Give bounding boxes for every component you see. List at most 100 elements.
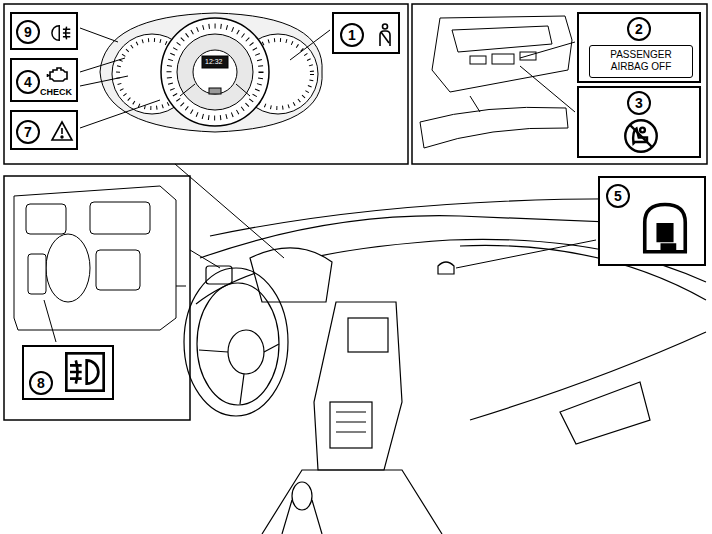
warning-symbol: [50, 119, 74, 143]
symbol-text: CHECK: [40, 87, 72, 97]
warning-symbol: [50, 22, 74, 44]
instrument-cluster: [169, 26, 261, 118]
callout-number: 7: [16, 120, 40, 144]
warning-symbol: [66, 353, 103, 390]
callout-box: 7: [10, 110, 78, 150]
light-switch-panel: [14, 186, 176, 330]
leader-line: [456, 240, 596, 268]
clock-readout: 12:32: [203, 57, 225, 66]
leader-line: [80, 58, 125, 72]
warning-symbol: [381, 32, 389, 43]
light-switch-panel: [44, 286, 186, 342]
instrument-cluster: [202, 56, 228, 68]
callout-number: 3: [627, 91, 651, 115]
panel-frame: [4, 4, 408, 164]
callout-number: 4: [16, 70, 40, 94]
warning-symbol: [76, 360, 78, 383]
panel-frame: [412, 4, 707, 164]
warning-symbol: [52, 122, 72, 140]
warning-symbol: [87, 360, 99, 383]
dashboard-drawing: [560, 382, 650, 444]
warning-symbol: [61, 136, 63, 138]
warning-symbol: [64, 352, 106, 392]
overhead-console: [420, 107, 568, 148]
callout-number: 1: [340, 23, 364, 47]
dashboard-drawing: [197, 283, 279, 405]
light-switch-panel: [90, 202, 150, 234]
leader-line: [80, 76, 128, 86]
instrument-cluster: [180, 84, 250, 96]
dashboard-drawing: [282, 500, 322, 534]
dashboard-drawing: [330, 402, 372, 448]
warning-symbol: [48, 74, 51, 77]
warning-symbol: [70, 365, 82, 378]
callout-number: 2: [627, 17, 651, 41]
warning-symbol: [623, 118, 659, 154]
dashboard-drawing: [199, 344, 279, 404]
callout-box: 2PASSENGER AIRBAG OFF: [577, 12, 701, 83]
instrument-cluster: [100, 13, 322, 132]
instrument-cluster: [177, 34, 253, 110]
panel-frame: [4, 176, 190, 420]
warning-symbol: [645, 205, 686, 252]
warning-symbol: [52, 26, 59, 41]
leader-line: [80, 28, 118, 42]
instrument-cluster: [193, 50, 237, 94]
leader-line: [175, 164, 284, 258]
warning-symbol: [640, 128, 645, 133]
warning-symbol: [658, 225, 672, 241]
dashboard-drawing: [206, 266, 232, 284]
leader-line: [520, 66, 575, 112]
callout-box: 8: [22, 345, 114, 400]
dashboard-drawing: [184, 268, 288, 416]
light-switch-panel: [96, 250, 140, 290]
instrument-cluster: [209, 88, 221, 94]
warning-symbol: [661, 245, 677, 248]
dashboard-drawing: [292, 482, 312, 510]
instrument-cluster: [100, 13, 322, 132]
indicator-text-box: PASSENGER AIRBAG OFF: [589, 45, 693, 78]
leader-line: [80, 100, 160, 128]
instrument-cluster: [161, 18, 269, 126]
warning-symbol: [380, 31, 390, 46]
warning-symbol: [65, 27, 67, 40]
callout-box: 1: [332, 12, 400, 54]
dashboard-drawing: [438, 262, 454, 274]
callout-number: 8: [29, 371, 53, 395]
overhead-console: [420, 16, 572, 148]
dashboard-drawing: [336, 412, 366, 432]
overhead-console: [492, 54, 514, 64]
dashboard-drawing: [228, 330, 264, 374]
warning-symbol: [638, 196, 692, 258]
overhead-console: [470, 96, 480, 112]
callout-number: 5: [606, 184, 630, 208]
light-switch-panel: [14, 186, 186, 342]
warning-symbol: [630, 125, 653, 148]
callout-box: 3: [577, 86, 701, 158]
overhead-console: [432, 16, 572, 92]
light-switch-panel: [46, 234, 90, 302]
light-switch-panel: [28, 254, 46, 294]
callout-box: 5: [598, 176, 706, 266]
callout-box: 4CHECK: [10, 58, 78, 102]
warning-symbol: [61, 128, 63, 134]
dashboard-drawing: [348, 318, 388, 352]
leader-line: [190, 250, 220, 268]
warning-symbol: [44, 64, 72, 84]
leader-line: [520, 42, 575, 58]
warning-symbol: [383, 24, 388, 29]
indicator-text: PASSENGER AIRBAG OFF: [595, 49, 687, 73]
warning-symbol: [63, 29, 70, 36]
dashboard-drawing: [262, 470, 442, 534]
leader-line: [290, 30, 330, 60]
warning-symbol: [372, 20, 396, 50]
overhead-console: [452, 26, 552, 52]
overhead-console: [470, 56, 486, 64]
dashboard-drawing: [470, 332, 706, 420]
warning-symbol: [625, 120, 657, 152]
callout-box: 9: [10, 12, 78, 50]
light-switch-panel: [26, 204, 66, 234]
callout-number: 9: [16, 20, 40, 44]
leader-line: [80, 28, 596, 268]
